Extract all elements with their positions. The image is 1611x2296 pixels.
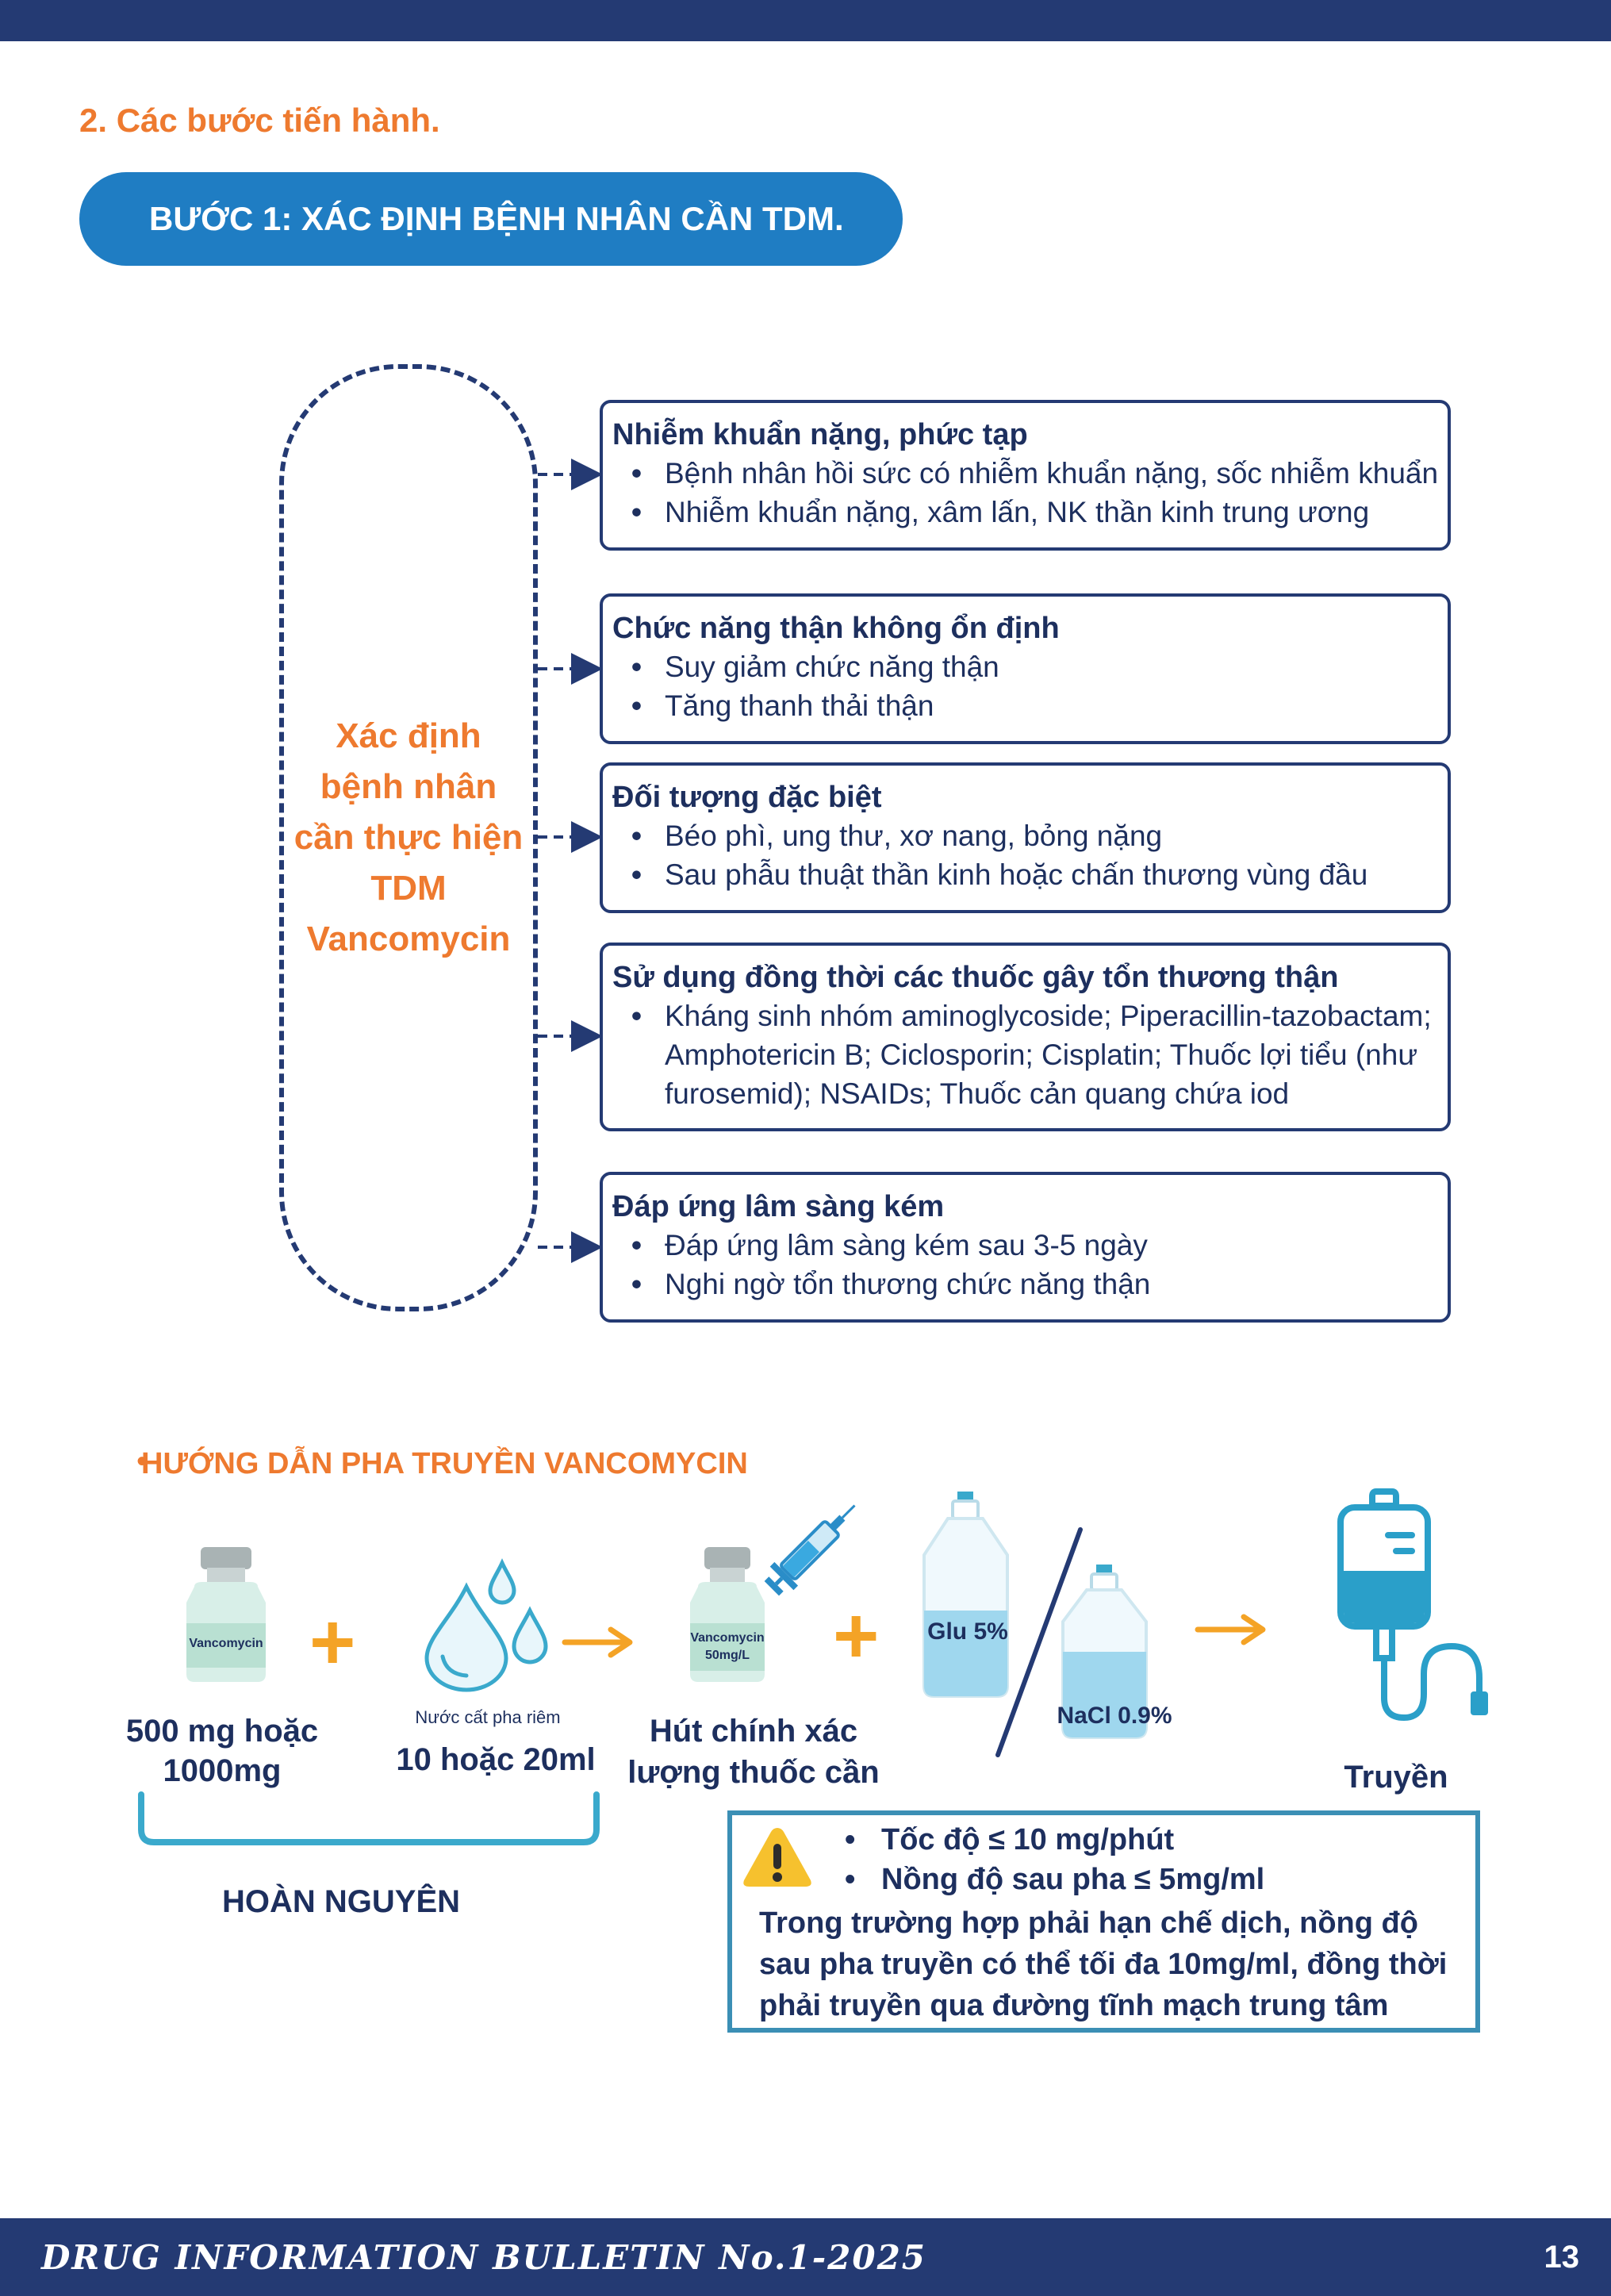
criteria-item: Sau phẫu thuật thần kinh hoặc chấn thươn… <box>631 855 1448 894</box>
criteria-box-special-population: Đối tượng đặc biệt Béo phì, ung thư, xơ … <box>600 762 1451 913</box>
center-box-label: Xác định bệnh nhân cần thực hiện TDM Van… <box>290 711 527 965</box>
plus-icon: + <box>833 1591 880 1680</box>
center-line: cần thực hiện <box>293 818 524 857</box>
criteria-title: Đáp ứng lâm sàng kém <box>612 1190 945 1223</box>
dose-label-line2: 1000mg <box>163 1753 282 1788</box>
criteria-title: Chức năng thận không ổn định <box>612 612 1060 645</box>
center-line: TDM <box>370 869 447 908</box>
guide-heading: HƯỚNG DẪN PHA TRUYỀN VANCOMYCIN <box>141 1447 748 1480</box>
criteria-title: Sử dụng đồng thời các thuốc gây tổn thươ… <box>612 961 1339 994</box>
step1-label: BƯỚC 1: XÁC ĐỊNH BỆNH NHÂN CẦN TDM. <box>149 200 844 237</box>
vial-icon <box>690 1547 765 1682</box>
warning-concentration: Nồng độ sau pha ≤ 5mg/ml <box>845 1863 1264 1897</box>
center-criteria-box: Xác định bệnh nhân cần thực hiện TDM Van… <box>279 364 538 1311</box>
glucose-bag-icon <box>922 1492 1009 1698</box>
water-small-label: Nước cất pha riêm <box>415 1707 561 1727</box>
syringe-icon <box>764 1504 856 1596</box>
criteria-box-renal-function: Chức năng thận không ổn định Suy giảm ch… <box>600 593 1451 744</box>
center-line: Vancomycin <box>306 920 511 958</box>
vial-concentration-label: 50mg/L <box>704 1649 750 1662</box>
center-line: Xác định <box>336 716 481 755</box>
vial-icon <box>186 1547 266 1682</box>
footer-bar: DRUG INFORMATION BULLETIN No.1-2025 13 <box>0 2218 1611 2296</box>
criteria-box-nephrotoxic-drugs: Sử dụng đồng thời các thuốc gây tổn thươ… <box>600 943 1451 1131</box>
criteria-item: Đáp ứng lâm sàng kém sau 3-5 ngày <box>631 1226 1448 1265</box>
criteria-box-poor-response: Đáp ứng lâm sàng kém Đáp ứng lâm sàng ké… <box>600 1172 1451 1323</box>
draw-label-line1: Hút chính xác <box>649 1714 858 1749</box>
guide-bullet-icon: • <box>136 1444 148 1479</box>
criteria-item: Tăng thanh thải thận <box>631 686 1448 725</box>
page-number: 13 <box>1544 2239 1580 2275</box>
criteria-title: Nhiễm khuẩn nặng, phức tạp <box>612 418 1028 451</box>
top-banner <box>0 0 1611 41</box>
warning-note: Trong trường hợp phải hạn chế dịch, nồng… <box>759 1906 1448 2022</box>
criteria-box-severe-infection: Nhiễm khuẩn nặng, phức tạp Bệnh nhân hồi… <box>600 400 1451 551</box>
saline-label: NaCl 0.9% <box>1057 1703 1172 1729</box>
criteria-item: Nghi ngờ tổn thương chức năng thận <box>631 1265 1448 1303</box>
iv-drip-icon <box>1337 1488 1488 1722</box>
criteria-item: Kháng sinh nhóm aminoglycoside; Piperaci… <box>631 996 1448 1113</box>
water-volume-label: 10 hoặc 20ml <box>396 1742 596 1777</box>
criteria-title: Đối tượng đặc biệt <box>612 781 882 814</box>
arrow-right-icon <box>1195 1614 1266 1645</box>
vial-label: Vancomycin <box>690 1631 765 1645</box>
section-heading: 2. Các bước tiến hành. <box>79 102 440 139</box>
criteria-item: Bệnh nhân hồi sức có nhiễm khuẩn nặng, s… <box>631 454 1448 493</box>
or-divider <box>995 1527 1083 1757</box>
criteria-item: Suy giảm chức năng thận <box>631 647 1448 686</box>
draw-label-line2: lượng thuốc cần <box>627 1755 880 1790</box>
saline-bag-icon <box>1061 1565 1148 1739</box>
infuse-label: Truyền <box>1344 1760 1448 1795</box>
center-line: bệnh nhân <box>320 767 497 806</box>
water-drops-icon <box>424 1558 548 1692</box>
plus-icon: + <box>309 1598 356 1687</box>
reconstitution-bracket <box>138 1791 600 1845</box>
arrow-right-icon <box>562 1626 633 1658</box>
footer-title: DRUG INFORMATION BULLETIN No.1-2025 <box>41 2237 927 2277</box>
warning-rate: Tốc độ ≤ 10 mg/phút <box>845 1823 1174 1857</box>
glucose-label: Glu 5% <box>927 1618 1008 1645</box>
step1-banner: BƯỚC 1: XÁC ĐỊNH BỆNH NHÂN CẦN TDM. <box>79 172 903 266</box>
warning-box: Tốc độ ≤ 10 mg/phút Nồng độ sau pha ≤ 5m… <box>727 1810 1480 2033</box>
criteria-item: Nhiễm khuẩn nặng, xâm lấn, NK thần kinh … <box>631 493 1448 532</box>
reconstitute-label: HOÀN NGUYÊN <box>221 1884 461 1919</box>
vial-label: Vancomycin <box>189 1637 263 1650</box>
criteria-item: Béo phì, ung thư, xơ nang, bỏng nặng <box>631 816 1448 855</box>
dose-label-line1: 500 mg hoặc <box>125 1714 319 1749</box>
warning-icon <box>743 1828 811 1887</box>
